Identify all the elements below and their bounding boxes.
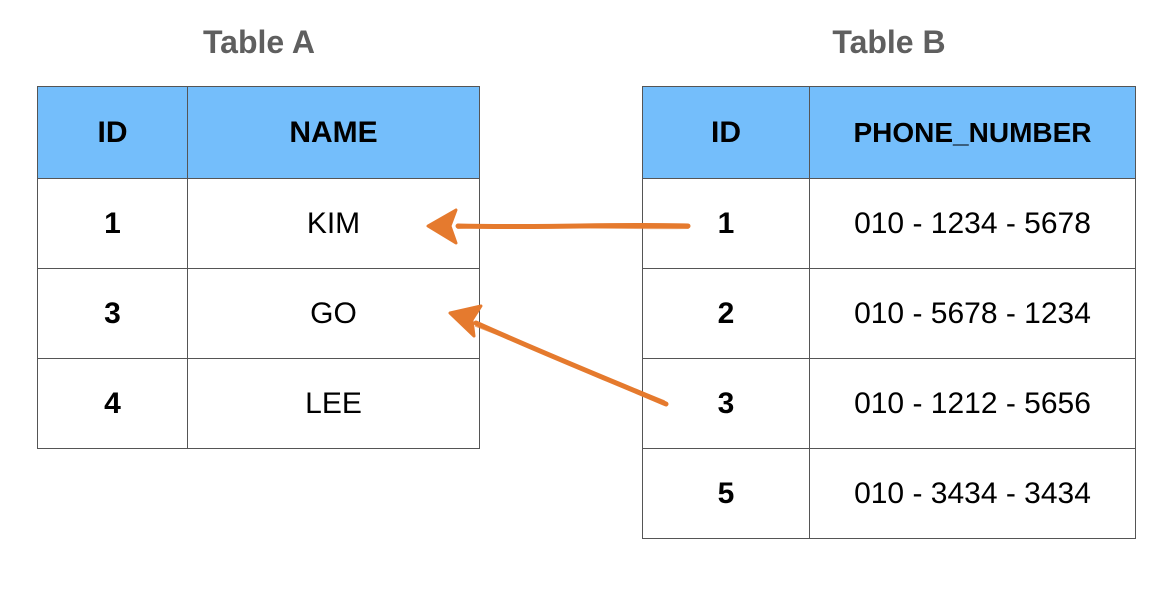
table-a-cell-id: 1 (37, 178, 188, 269)
table-b-row: 3 010 - 1212 - 5656 (642, 358, 1136, 449)
table-a-cell-name: KIM (187, 178, 480, 269)
table-a-cell-name: LEE (187, 358, 480, 449)
table-b-cell-phone: 010 - 3434 - 3434 (809, 448, 1136, 539)
table-a: ID NAME 1 KIM 3 GO 4 LEE (37, 86, 480, 449)
table-a-title: Table A (202, 24, 315, 60)
table-a-header-row: ID NAME (37, 86, 480, 179)
table-a-cell-name: GO (187, 268, 480, 359)
table-b-cell-id: 2 (642, 268, 810, 359)
table-a-header-id: ID (37, 86, 188, 179)
table-b: ID PHONE_NUMBER 1 010 - 1234 - 5678 2 01… (642, 86, 1136, 539)
table-b-row: 2 010 - 5678 - 1234 (642, 268, 1136, 359)
table-b-header-phone: PHONE_NUMBER (809, 86, 1136, 179)
table-a-row: 3 GO (37, 268, 480, 359)
table-b-cell-phone: 010 - 1212 - 5656 (809, 358, 1136, 449)
arrow-go (448, 304, 669, 407)
table-b-header-id: ID (642, 86, 810, 179)
table-a-row: 4 LEE (37, 358, 480, 449)
table-a-header-name: NAME (187, 86, 480, 179)
table-b-cell-phone: 010 - 5678 - 1234 (809, 268, 1136, 359)
table-a-row: 1 KIM (37, 178, 480, 269)
table-b-cell-id: 3 (642, 358, 810, 449)
table-a-cell-id: 4 (37, 358, 188, 449)
table-b-row: 1 010 - 1234 - 5678 (642, 178, 1136, 269)
table-b-cell-id: 5 (642, 448, 810, 539)
table-b-title: Table B (832, 24, 946, 60)
table-b-cell-phone: 010 - 1234 - 5678 (809, 178, 1136, 269)
table-b-header-row: ID PHONE_NUMBER (642, 86, 1136, 179)
table-b-row: 5 010 - 3434 - 3434 (642, 448, 1136, 539)
table-b-cell-id: 1 (642, 178, 810, 269)
table-a-cell-id: 3 (37, 268, 188, 359)
